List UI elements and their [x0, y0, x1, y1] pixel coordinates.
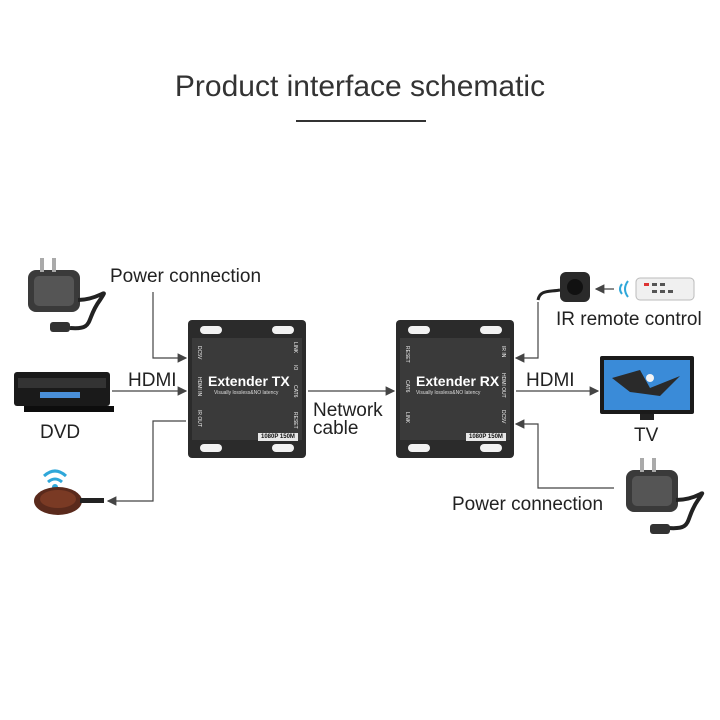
tx-unit-badge: 1080P 150M [258, 433, 298, 441]
tx-port-link: LINK [292, 342, 298, 354]
title-underline [296, 120, 426, 122]
label-power-connection-right: Power connection [452, 494, 604, 515]
tx-unit-name: Extender TX [208, 373, 290, 389]
rx-port-hdmi-out: HDMI OUT [500, 373, 506, 398]
label-hdmi-left: HDMI [128, 370, 177, 391]
power-left-connector [152, 292, 188, 363]
ir-sensor-icon [536, 272, 590, 302]
power-right-connector [514, 419, 614, 489]
tv-icon [600, 356, 694, 420]
tx-unit-tagline: Visually lossless&NO latency [214, 390, 279, 396]
tx-port-ir-out: IR OUT [196, 410, 202, 427]
label-ir-remote-control: IR remote control [556, 309, 702, 330]
ir-receiver-icon [34, 469, 104, 515]
rx-port-dc5v: DC5V [500, 410, 506, 424]
tx-port-io: IO [292, 365, 298, 371]
rx-port-reset: RESET [404, 346, 410, 363]
tx-port-dc5v: DC5V [196, 346, 202, 360]
rx-unit-name: Extender RX [416, 373, 500, 389]
label-network: Network [313, 400, 383, 421]
tx-port-hdmi-in: HDMI IN [196, 377, 202, 397]
extender-rx-unit [396, 320, 514, 458]
ir-out-connector [106, 420, 186, 506]
label-tv: TV [634, 425, 659, 446]
extender-tx-unit [188, 320, 306, 458]
rx-port-cat6: CAT6 [404, 380, 410, 393]
rx-unit-badge: 1080P 150M [466, 433, 506, 441]
power-adapter-left-icon [28, 258, 106, 332]
tx-port-cat6: CAT6 [292, 385, 298, 398]
ir-in-connector [514, 302, 539, 363]
label-dvd: DVD [40, 422, 81, 443]
label-hdmi-right: HDMI [526, 370, 575, 391]
rx-port-ir-in: IR IN [500, 346, 506, 358]
diagram-title: Product interface schematic [174, 70, 546, 103]
tx-port-reset: RESET [292, 412, 298, 429]
rx-unit-tagline: Visually lossless&NO latency [416, 390, 481, 396]
label-power-connection-left: Power connection [110, 266, 262, 287]
rx-port-link: LINK [404, 412, 410, 424]
label-cable: cable [313, 418, 359, 439]
dvd-player-icon [14, 372, 114, 412]
power-adapter-right-icon [626, 458, 705, 534]
remote-control-icon [619, 277, 695, 301]
